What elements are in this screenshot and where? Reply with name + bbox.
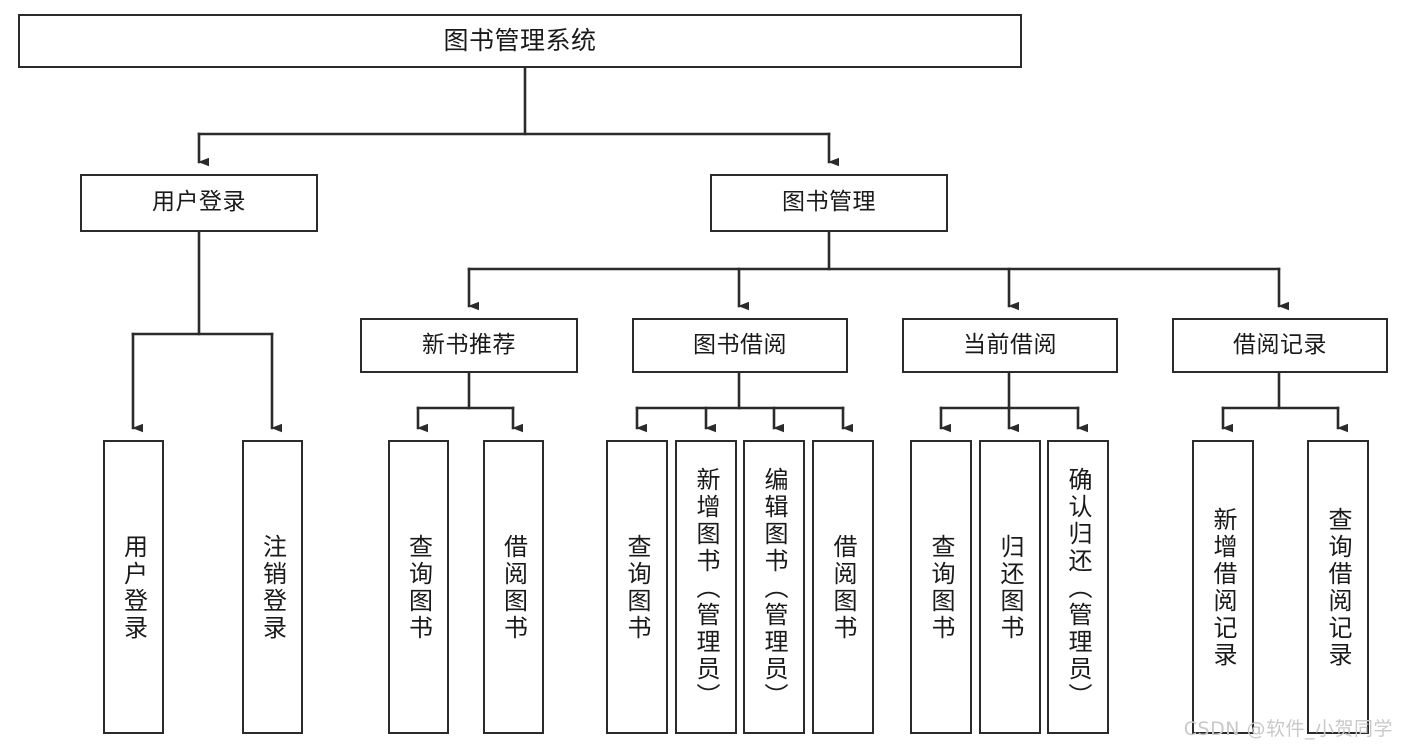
node-label: 归还图书 (996, 534, 1024, 642)
node-current-borrow[interactable]: 当前借阅 (902, 318, 1118, 373)
node-label: 新书推荐 (422, 331, 516, 358)
leaf-user-login-signout[interactable]: 注销登录 (242, 440, 303, 734)
leaf-record-add-record[interactable]: 新增借阅记录 (1192, 440, 1254, 734)
node-label: 借阅记录 (1233, 331, 1327, 358)
node-label: 注销登录 (258, 534, 287, 642)
node-label: 查询图书 (927, 534, 955, 642)
leaf-borrow-borrow-book[interactable]: 借阅图书 (812, 440, 874, 734)
node-label: 查询图书 (404, 534, 433, 642)
leaf-current-return-book[interactable]: 归还图书 (979, 440, 1041, 734)
node-user-login[interactable]: 用户登录 (80, 174, 318, 232)
node-label: 图书管理系统 (443, 26, 597, 55)
node-book-management[interactable]: 图书管理 (710, 174, 948, 232)
node-label: 编辑图书（管理员） (760, 466, 788, 710)
node-book-borrow[interactable]: 图书借阅 (632, 318, 848, 373)
node-root-system[interactable]: 图书管理系统 (18, 14, 1022, 68)
node-label: 当前借阅 (963, 331, 1057, 358)
node-label: 借阅图书 (829, 534, 857, 642)
node-label: 确认归还（管理员） (1064, 466, 1092, 710)
node-borrow-record[interactable]: 借阅记录 (1172, 318, 1388, 373)
node-new-book-recommend[interactable]: 新书推荐 (360, 318, 578, 373)
node-label: 借阅图书 (499, 534, 528, 642)
leaf-recommend-borrow-book[interactable]: 借阅图书 (483, 440, 544, 734)
node-label: 用户登录 (152, 189, 246, 216)
node-label: 新增借阅记录 (1209, 507, 1237, 669)
node-label: 用户登录 (119, 534, 148, 642)
node-label: 图书借阅 (693, 331, 787, 358)
leaf-borrow-edit-book-admin[interactable]: 编辑图书（管理员） (743, 440, 805, 734)
node-label: 查询借阅记录 (1324, 507, 1352, 669)
leaf-borrow-query-book[interactable]: 查询图书 (606, 440, 668, 734)
node-label: 新增图书（管理员） (692, 466, 720, 710)
leaf-current-confirm-return-admin[interactable]: 确认归还（管理员） (1047, 440, 1109, 734)
leaf-recommend-query-book[interactable]: 查询图书 (388, 440, 449, 734)
node-label: 查询图书 (623, 534, 651, 642)
node-label: 图书管理 (782, 189, 876, 216)
leaf-borrow-add-book-admin[interactable]: 新增图书（管理员） (675, 440, 737, 734)
leaf-record-query-record[interactable]: 查询借阅记录 (1307, 440, 1369, 734)
csdn-watermark: CSDN @软件_小贺同学 (1183, 718, 1393, 740)
leaf-user-login-signin[interactable]: 用户登录 (103, 440, 164, 734)
leaf-current-query-book[interactable]: 查询图书 (910, 440, 972, 734)
